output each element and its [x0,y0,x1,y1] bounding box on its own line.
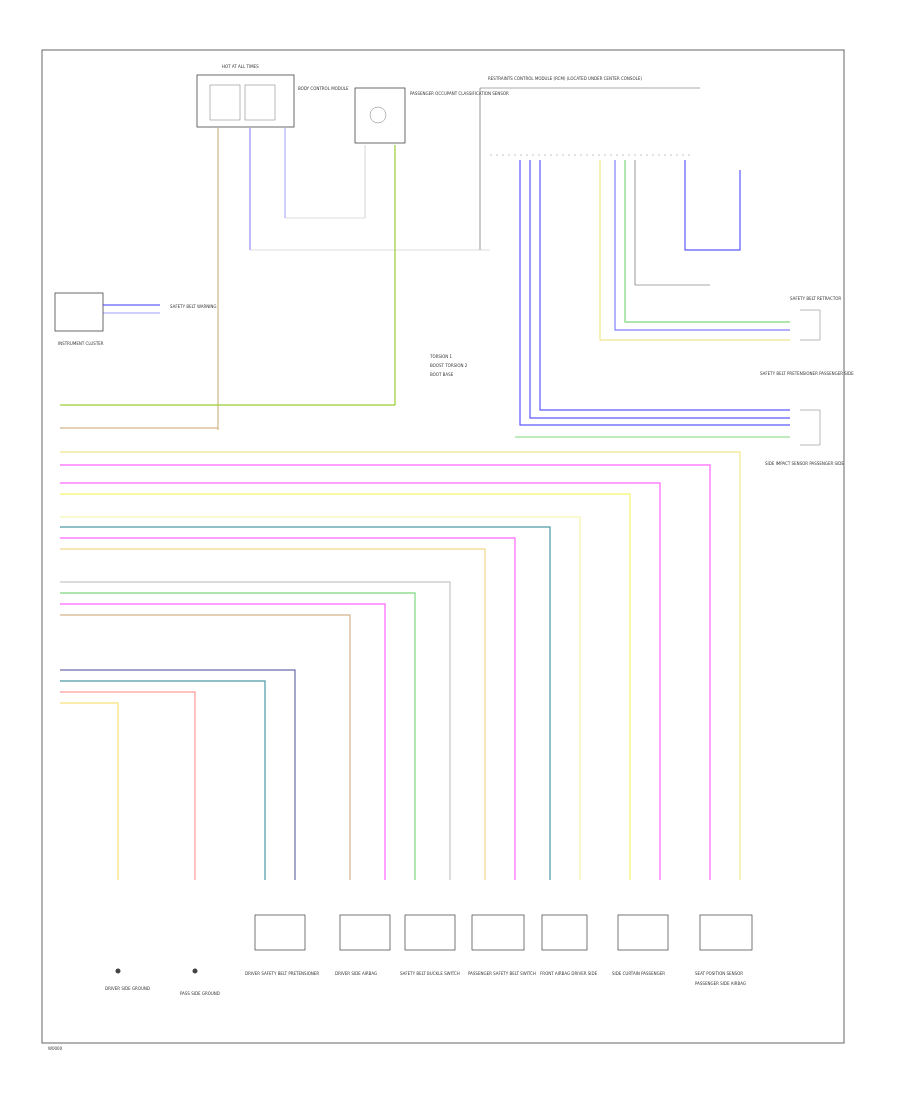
instrument-cluster-label: INSTRUMENT CLUSTER [58,341,104,346]
right-mid-connector [800,409,821,446]
svg-text:SAFETY BELT PRETENSIONER PASSE: SAFETY BELT PRETENSIONER PASSENGER SIDE [760,371,854,376]
passenger-sensor-box [354,87,406,144]
body-control-module-box [196,74,295,128]
svg-text:SEAT POSITION SENSOR: SEAT POSITION SENSOR [695,971,743,976]
harness-wires [60,427,741,880]
footer-code: W0000 [48,1046,63,1051]
bottom-labels: DRIVER SIDE GROUND PASS SIDE GROUND DRIV… [105,971,746,996]
rcm-wires [515,160,790,438]
svg-text:DRIVER SAFETY BELT PRETENSIONE: DRIVER SAFETY BELT PRETENSIONER [245,971,319,976]
right-top-connector [800,309,821,341]
svg-text:BOOT BASE: BOOT BASE [430,372,454,377]
svg-text:PASS SIDE GROUND: PASS SIDE GROUND [180,991,220,996]
svg-text:TORSION 1: TORSION 1 [429,354,453,359]
svg-text:BOOST TORSION 2: BOOST TORSION 2 [430,363,468,368]
svg-text:SIDE IMPACT SENSOR PASSENGER S: SIDE IMPACT SENSOR PASSENGER SIDE [765,461,844,466]
svg-text:SAFETY BELT RETRACTOR: SAFETY BELT RETRACTOR [790,296,841,301]
svg-text:PASSENGER SAFETY BELT SWITCH: PASSENGER SAFETY BELT SWITCH [468,971,536,976]
svg-text:DRIVER SIDE AIRBAG: DRIVER SIDE AIRBAG [335,971,377,976]
rcm-header: RESTRAINTS CONTROL MODULE (RCM) (LOCATED… [488,76,642,81]
instrument-cluster-box [54,292,104,332]
svg-text:SIDE CURTAIN PASSENGER: SIDE CURTAIN PASSENGER [612,971,665,976]
svg-text:DRIVER SIDE GROUND: DRIVER SIDE GROUND [105,986,150,991]
legend: TORSION 1 BOOST TORSION 2 BOOT BASE [429,354,468,377]
svg-text:PASSENGER SIDE AIRBAG: PASSENGER SIDE AIRBAG [695,981,746,986]
instrument-cluster-sub: SAFETY BELT WARNING [170,304,217,309]
ground-symbols [115,968,198,974]
passenger-sensor-label: PASSENGER OCCUPANT CLASSIFICATION SENSOR [410,91,509,96]
svg-text:FRONT AIRBAG DRIVER SIDE: FRONT AIRBAG DRIVER SIDE [540,971,598,976]
diagram-frame [41,49,845,1044]
svg-text:SAFETY BELT BUCKLE SWITCH: SAFETY BELT BUCKLE SWITCH [400,971,460,976]
module-header: HOT AT ALL TIMES [222,64,259,69]
top-module-wires [60,128,490,430]
bottom-components [254,914,753,951]
module-name: BODY CONTROL MODULE [298,86,349,91]
